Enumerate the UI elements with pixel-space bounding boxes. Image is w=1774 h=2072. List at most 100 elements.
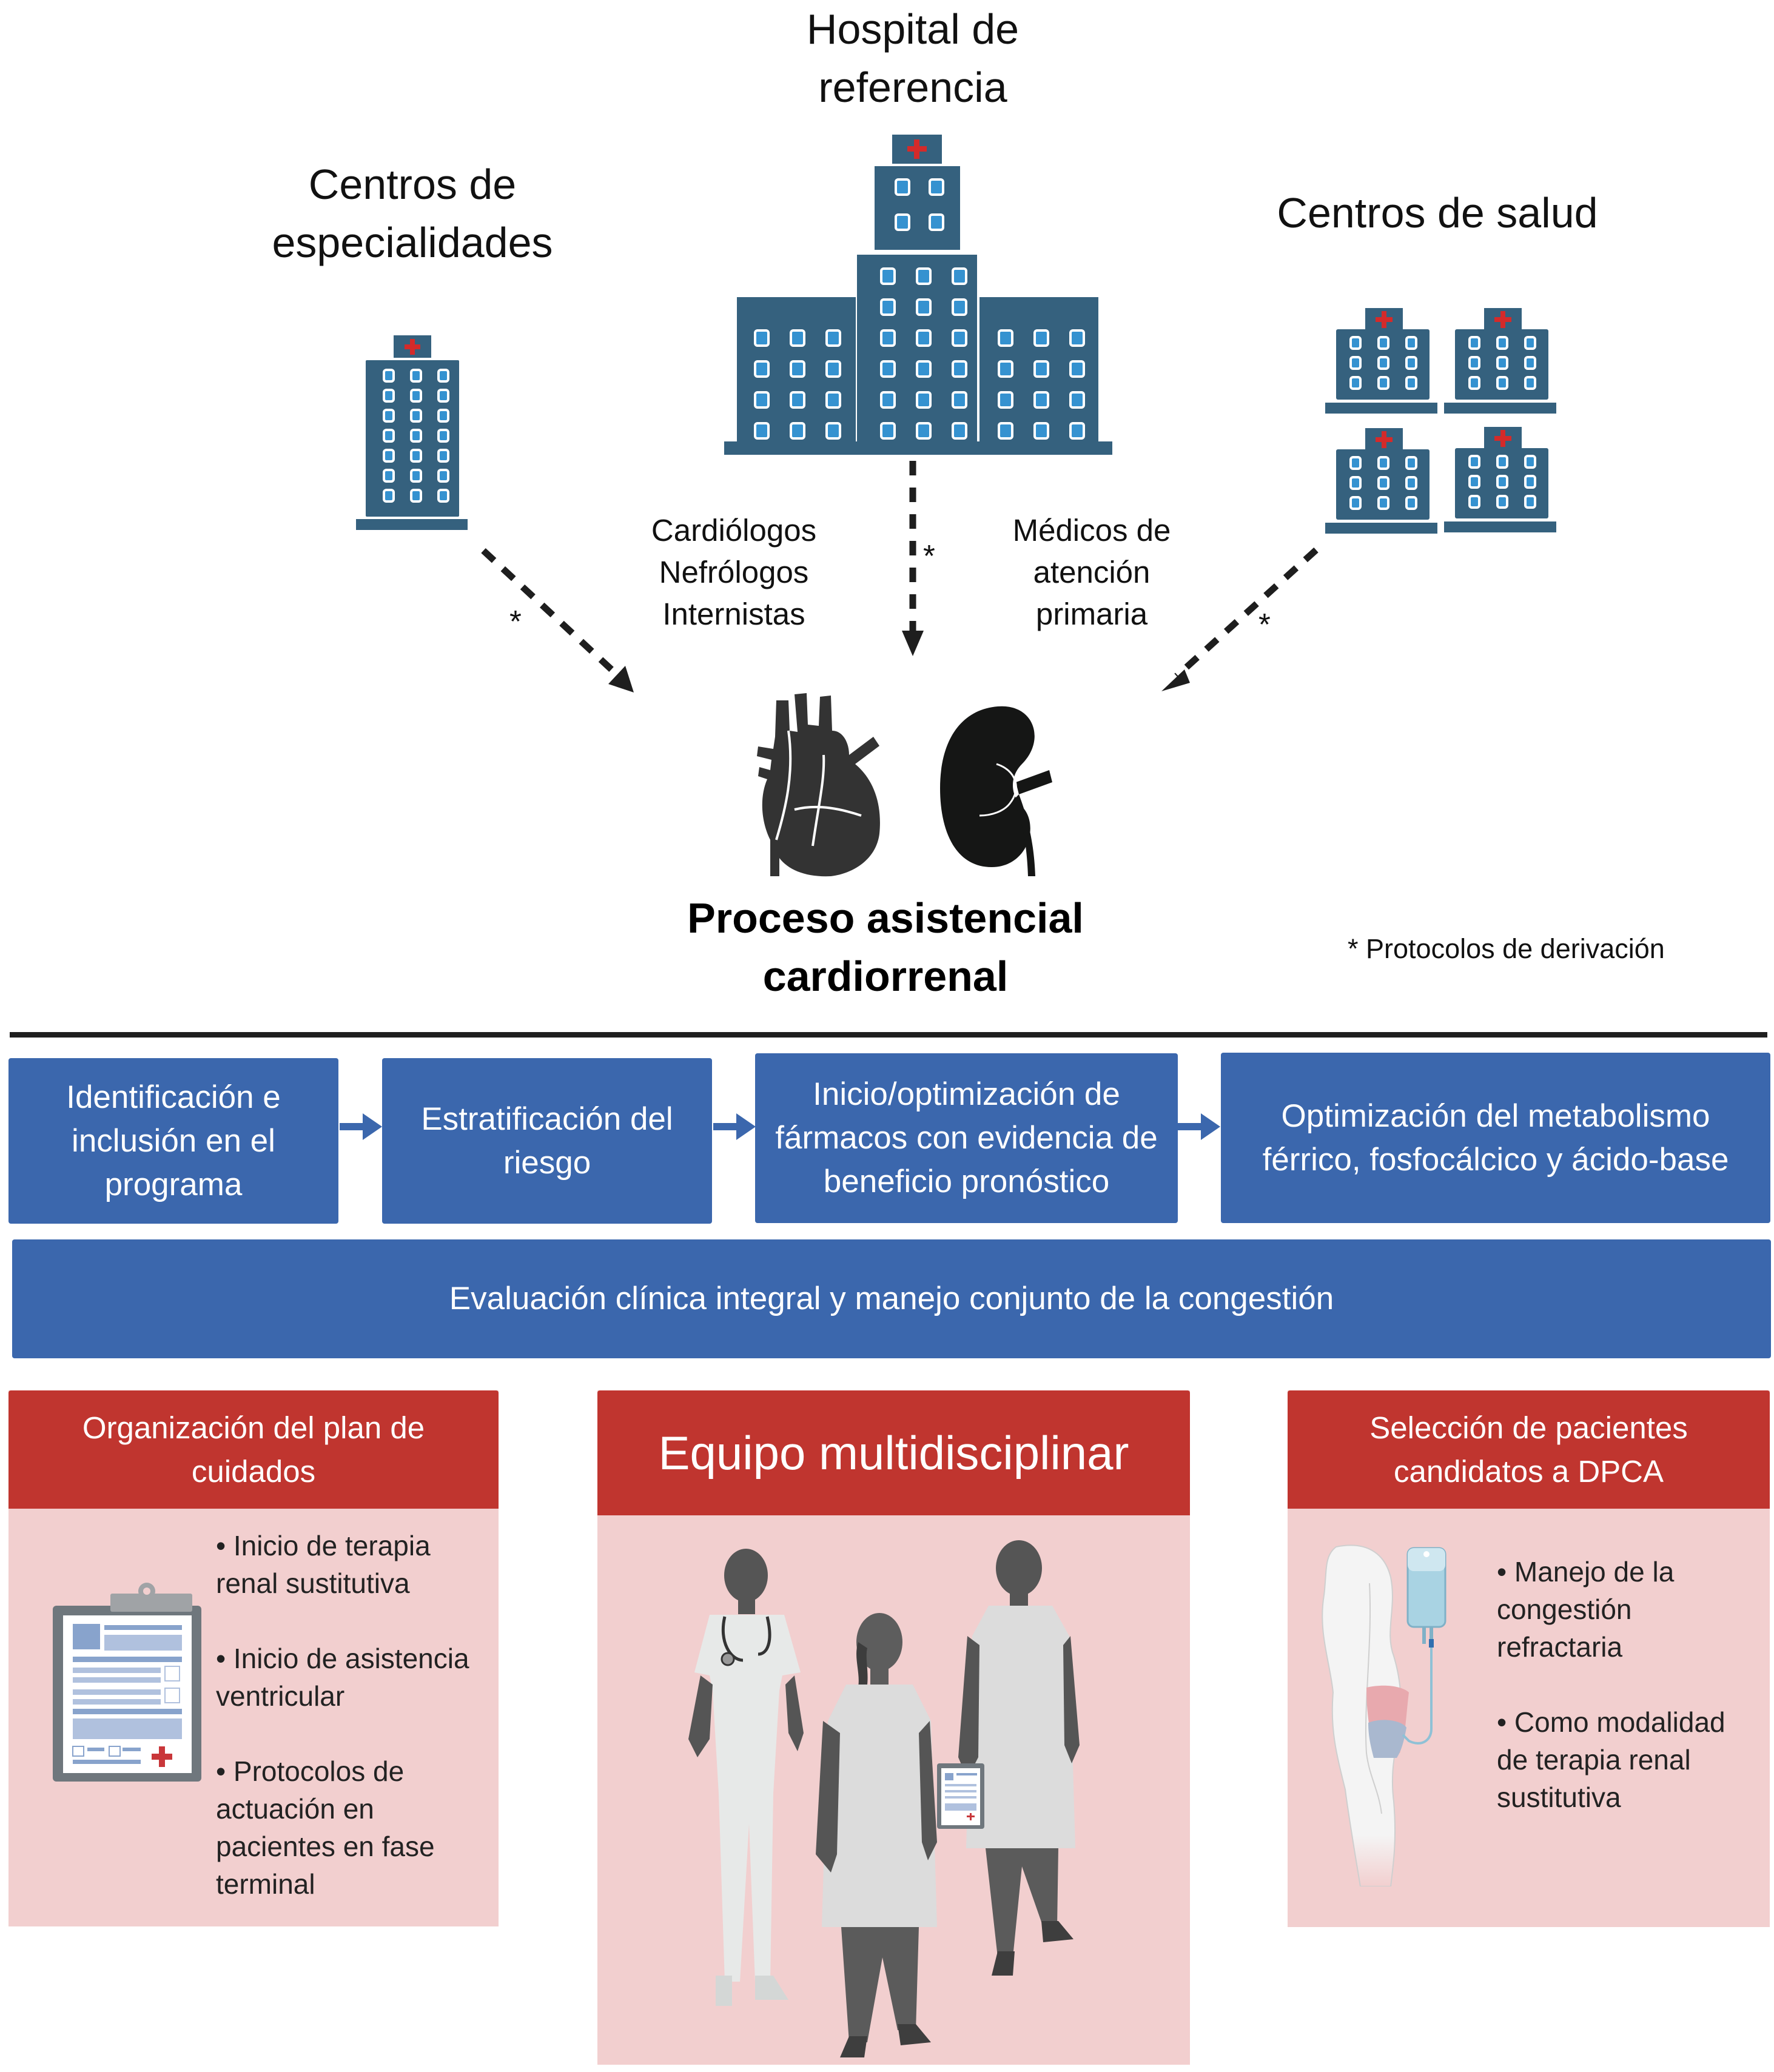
- hospital-staff-list: Cardiólogos Nefrólogos Internistas: [613, 509, 855, 635]
- clinic-building: [1325, 428, 1437, 534]
- window: [1033, 422, 1049, 440]
- team-panel: Equipo multidisciplinar: [597, 1390, 1190, 2065]
- window: [1349, 476, 1362, 490]
- window: [1377, 476, 1389, 490]
- window: [1405, 336, 1417, 350]
- arrow-specialty-to-process: [481, 548, 621, 679]
- window: [895, 178, 910, 196]
- window: [998, 422, 1013, 440]
- window: [410, 469, 422, 483]
- window: [1468, 376, 1480, 390]
- clinical-evaluation-bar: Evaluación clínica integral y manejo con…: [12, 1239, 1771, 1358]
- window: [410, 489, 422, 503]
- window: [880, 360, 896, 378]
- window: [1069, 391, 1085, 409]
- window: [383, 369, 395, 383]
- window: [410, 389, 422, 403]
- window: [916, 298, 932, 316]
- window: [1405, 456, 1417, 470]
- window: [790, 422, 805, 440]
- window: [1349, 376, 1362, 390]
- title-line: Proceso asistencial: [687, 894, 1084, 942]
- specialty-centers-label: Centros de especialidades: [230, 155, 594, 272]
- care-plan-title: Organización del plan de cuidados: [8, 1390, 499, 1509]
- window: [410, 409, 422, 423]
- window: [880, 422, 896, 440]
- window: [1524, 475, 1536, 489]
- care-plan-panel: Organización del plan de cuidados • Inic…: [8, 1390, 499, 1926]
- window: [825, 360, 841, 378]
- window: [952, 298, 967, 316]
- window: [790, 329, 805, 347]
- dpca-panel: Selección de pacientes candidatos a DPCA…: [1288, 1390, 1770, 1927]
- medical-staff-illustration: [688, 1540, 1080, 2057]
- window: [825, 329, 841, 347]
- window: [880, 329, 896, 347]
- clinic-building: [1444, 308, 1556, 414]
- window: [952, 391, 967, 409]
- window: [1349, 336, 1362, 350]
- care-plan-list: • Inicio de terapia renal sustitutiva • …: [216, 1527, 483, 1903]
- dpca-list: • Manejo de la congestión refractaria • …: [1497, 1553, 1752, 1816]
- flow-step-drug-optimization: Inicio/optimización de fármacos con evid…: [755, 1053, 1178, 1223]
- window: [1524, 336, 1536, 350]
- section-divider: [10, 1032, 1767, 1038]
- window: [1069, 422, 1085, 440]
- window: [895, 213, 910, 231]
- arrowhead-center: [902, 631, 924, 656]
- window: [1405, 476, 1417, 490]
- window: [929, 178, 944, 196]
- window: [1405, 376, 1417, 390]
- list-item: • Como modalidad de terapia renal sustit…: [1497, 1706, 1725, 1813]
- window: [1468, 495, 1480, 509]
- window: [754, 329, 770, 347]
- list-item: • Protocolos de actuación en pacientes e…: [216, 1755, 435, 1900]
- window: [998, 391, 1013, 409]
- label-line: especialidades: [272, 219, 553, 266]
- primary-care-staff: Médicos de atención primaria: [970, 509, 1213, 635]
- referral-arrows: [481, 461, 1319, 692]
- title-line: cardiorrenal: [762, 953, 1009, 1000]
- window: [790, 360, 805, 378]
- list-item: • Inicio de asistencia ventricular: [216, 1643, 469, 1712]
- clinic-building: [1444, 427, 1556, 532]
- asterisk-left: *: [509, 604, 522, 639]
- window: [383, 409, 395, 423]
- window: [1405, 356, 1417, 370]
- window: [825, 422, 841, 440]
- footnote-referral-protocols: * Protocolos de derivación: [1348, 933, 1665, 964]
- window: [952, 360, 967, 378]
- window: [916, 391, 932, 409]
- window: [916, 267, 932, 285]
- window: [1033, 360, 1049, 378]
- kidney-icon: [940, 706, 1052, 876]
- window: [1524, 356, 1536, 370]
- list-item: • Manejo de la congestión refractaria: [1497, 1556, 1675, 1663]
- window: [916, 360, 932, 378]
- window: [1377, 456, 1389, 470]
- window: [437, 469, 449, 483]
- staff-cardiologists: Cardiólogos: [651, 513, 817, 548]
- heart-icon: [757, 693, 880, 877]
- label-line: Centros de: [308, 161, 517, 208]
- arrow-health-to-process: [1174, 547, 1319, 679]
- health-centers-label: Centros de salud: [1277, 189, 1598, 236]
- window: [383, 449, 395, 463]
- label-line: primaria: [1035, 597, 1148, 631]
- window: [952, 422, 967, 440]
- window: [952, 329, 967, 347]
- window: [1468, 356, 1480, 370]
- arrowhead-right: [1161, 669, 1190, 691]
- window: [383, 469, 395, 483]
- window: [437, 389, 449, 403]
- flow-step-identification: Identificación e inclusión en el program…: [8, 1058, 338, 1224]
- window: [998, 360, 1013, 378]
- process-title: Proceso asistencial cardiorrenal: [643, 889, 1128, 1005]
- label-line: Hospital de: [806, 5, 1020, 53]
- window: [1033, 391, 1049, 409]
- window: [916, 329, 932, 347]
- reference-hospital-label: Hospital de referencia: [731, 0, 1095, 116]
- large-hospital-icon: [724, 135, 1112, 455]
- window: [825, 391, 841, 409]
- window: [410, 369, 422, 383]
